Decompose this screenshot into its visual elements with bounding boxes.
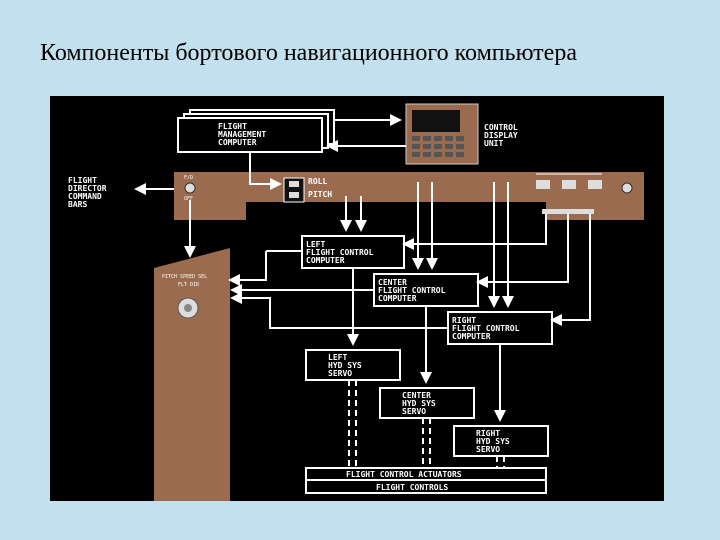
fcc-block-diagram: F/D OFF ROLL PITCH PITCH SPEED SEL FLT D… — [50, 96, 664, 501]
panel-caption: PITCH SPEED SEL — [162, 274, 207, 280]
left-fcc-line-2: FLIGHT CONTROL — [306, 248, 374, 257]
panel-sub: FLT DIR — [178, 282, 200, 288]
left-fcc-line-3: COMPUTER — [306, 256, 345, 265]
slide-title: Компоненты бортового навигационного комп… — [40, 40, 577, 66]
roll-label: ROLL — [308, 177, 327, 186]
actuators-label: FLIGHT CONTROL ACTUATORS — [346, 470, 462, 479]
left-servo-line-3: SERVO — [328, 369, 352, 378]
right-fcc-line-3: COMPUTER — [452, 332, 491, 341]
cdu-line-1: CONTROL — [484, 123, 518, 132]
fd-switch-right-icon — [621, 182, 633, 194]
center-fcc-line-3: COMPUTER — [378, 294, 417, 303]
fmc-line-3: COMPUTER — [218, 138, 257, 147]
fmc-line-2: MANAGEMENT — [218, 130, 266, 139]
cdu-line-2: DISPLAY — [484, 131, 518, 140]
right-fcc-line-2: FLIGHT CONTROL — [452, 324, 520, 333]
center-servo-line-1: CENTER — [402, 391, 431, 400]
fd-switch-icon — [184, 182, 196, 194]
center-servo-box — [379, 387, 475, 419]
controls-box — [305, 479, 547, 494]
fd-line-4: BARS — [68, 200, 87, 209]
center-servo-line-2: HYD SYS — [402, 399, 436, 408]
center-fcc-line-2: FLIGHT CONTROL — [378, 286, 446, 295]
right-fcc-box — [447, 311, 553, 345]
right-fcc-line-1: RIGHT — [452, 316, 476, 325]
left-fcc-line-1: LEFT — [306, 240, 325, 249]
right-servo-line-2: HYD SYS — [476, 437, 510, 446]
center-fcc-line-1: CENTER — [378, 278, 407, 287]
cdu-line-3: UNIT — [484, 139, 503, 148]
left-servo-line-1: LEFT — [328, 353, 347, 362]
right-servo-line-3: SERVO — [476, 445, 500, 454]
fd-line-1: FLIGHT — [68, 176, 97, 185]
center-servo-line-3: SERVO — [402, 407, 426, 416]
pitch-label: PITCH — [308, 190, 332, 199]
pedestal-panel — [154, 248, 230, 501]
right-servo-line-1: RIGHT — [476, 429, 500, 438]
fmc-line-1: FLIGHT — [218, 122, 247, 131]
left-servo-line-2: HYD SYS — [328, 361, 362, 370]
left-servo-box — [305, 349, 401, 381]
fd-line-2: DIRECTOR — [68, 184, 107, 193]
left-fcc-box — [301, 235, 405, 269]
fd-line-3: COMMAND — [68, 192, 102, 201]
right-servo-box — [453, 425, 549, 457]
controls-label: FLIGHT CONTROLS — [376, 483, 448, 492]
svg-text:F/D: F/D — [184, 175, 193, 181]
svg-text:OFF: OFF — [184, 196, 193, 202]
